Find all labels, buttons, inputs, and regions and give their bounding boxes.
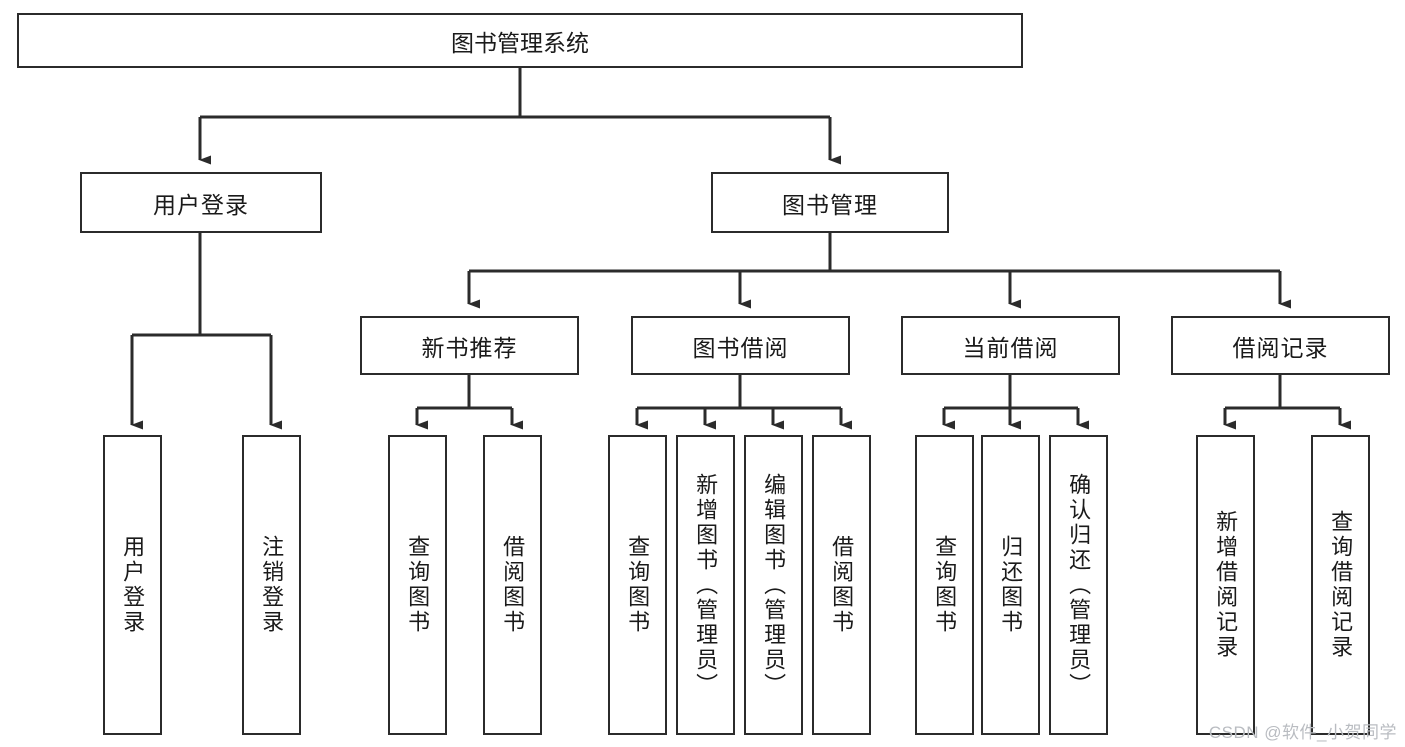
leaf-logout-login-label: 注销登录 — [259, 535, 285, 635]
node-new-book-recommend[interactable]: 新书推荐 — [360, 316, 579, 375]
node-user-login[interactable]: 用户登录 — [80, 172, 322, 233]
leaf-user-login-label: 用户登录 — [120, 535, 146, 635]
node-borrow-record-label: 借阅记录 — [1232, 334, 1329, 361]
leaf-borrow-borrow-book[interactable]: 借阅图书 — [812, 435, 871, 735]
leaf-user-login[interactable]: 用户登录 — [103, 435, 162, 735]
node-user-login-label: 用户登录 — [153, 191, 249, 218]
leaf-borrow-query-book-label: 查询图书 — [625, 535, 651, 635]
node-current-borrow[interactable]: 当前借阅 — [901, 316, 1120, 375]
leaf-borrow-query-book[interactable]: 查询图书 — [608, 435, 667, 735]
node-book-borrow[interactable]: 图书借阅 — [631, 316, 850, 375]
leaf-current-query-book[interactable]: 查询图书 — [915, 435, 974, 735]
leaf-current-return-book[interactable]: 归还图书 — [981, 435, 1040, 735]
leaf-recommend-query-book-label: 查询图书 — [405, 535, 431, 635]
leaf-current-query-book-label: 查询图书 — [932, 535, 958, 635]
node-borrow-record[interactable]: 借阅记录 — [1171, 316, 1390, 375]
node-root-label: 图书管理系统 — [451, 29, 589, 56]
leaf-recommend-borrow-book[interactable]: 借阅图书 — [483, 435, 542, 735]
leaf-record-query-record[interactable]: 查询借阅记录 — [1311, 435, 1370, 735]
leaf-recommend-query-book[interactable]: 查询图书 — [388, 435, 447, 735]
leaf-borrow-add-book-admin[interactable]: 新增图书（管理员） — [676, 435, 735, 735]
leaf-current-confirm-return-admin[interactable]: 确认归还（管理员） — [1049, 435, 1108, 735]
csdn-watermark: CSDN @软件_小贺同学 — [1208, 723, 1397, 742]
leaf-record-add-record-label: 新增借阅记录 — [1213, 510, 1239, 660]
node-book-borrow-label: 图书借阅 — [692, 334, 789, 361]
node-book-management[interactable]: 图书管理 — [711, 172, 949, 233]
leaf-record-add-record[interactable]: 新增借阅记录 — [1196, 435, 1255, 735]
leaf-current-confirm-return-admin-label: 确认归还（管理员） — [1066, 472, 1092, 698]
leaf-borrow-add-book-admin-label: 新增图书（管理员） — [693, 472, 719, 698]
node-root-system[interactable]: 图书管理系统 — [17, 13, 1023, 68]
node-new-book-recommend-label: 新书推荐 — [421, 334, 518, 361]
leaf-borrow-edit-book-admin[interactable]: 编辑图书（管理员） — [744, 435, 803, 735]
node-book-management-label: 图书管理 — [782, 191, 878, 218]
node-current-borrow-label: 当前借阅 — [962, 334, 1059, 361]
leaf-record-query-record-label: 查询借阅记录 — [1328, 510, 1354, 660]
leaf-recommend-borrow-book-label: 借阅图书 — [500, 535, 526, 635]
leaf-logout-login[interactable]: 注销登录 — [242, 435, 301, 735]
leaf-borrow-edit-book-admin-label: 编辑图书（管理员） — [761, 472, 787, 698]
leaf-borrow-borrow-book-label: 借阅图书 — [829, 535, 855, 635]
leaf-current-return-book-label: 归还图书 — [998, 535, 1024, 635]
